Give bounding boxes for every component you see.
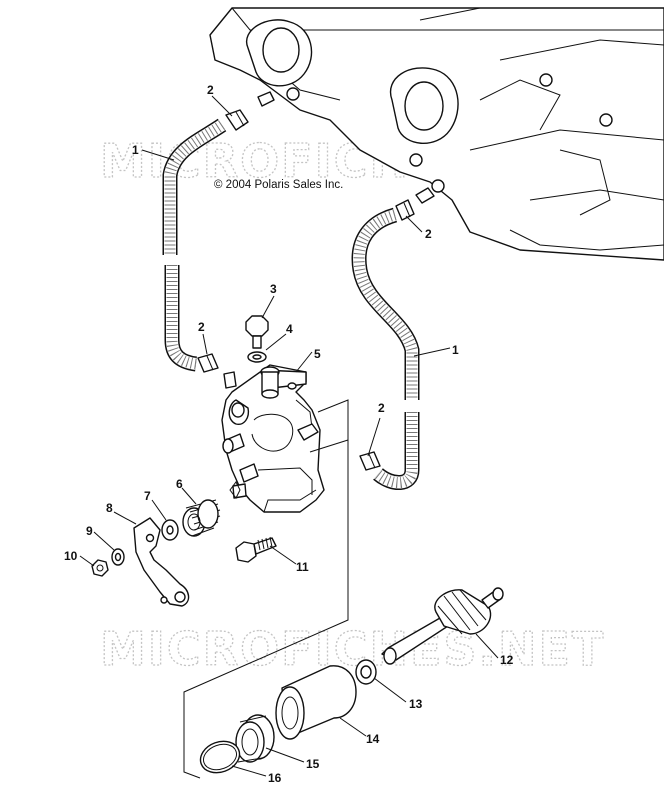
callout-2-mid-right: 2 [378,401,385,415]
oil-hose-left [162,118,227,372]
callout-labels: 1 2 2 3 4 2 5 1 2 6 7 8 9 10 11 12 13 14… [64,83,514,785]
thrust-washer [355,659,377,685]
hex-nut [91,559,109,577]
copyright-notice: © 2004 Polaris Sales Inc. [214,179,343,191]
drive-bushing [275,665,357,740]
callout-5: 5 [314,347,321,361]
o-ring [199,740,241,774]
watermark-bottom: MICROFICHES.NET [100,622,605,676]
hose-clamp-top-right [395,199,415,221]
banjo-bolt [245,315,269,349]
leader-lines [79,95,499,777]
callout-7: 7 [144,489,151,503]
mounting-screw [235,536,277,563]
callout-16: 16 [268,771,282,785]
callout-1-right: 1 [452,343,459,357]
callout-15: 15 [306,757,320,771]
assembly-bracket [183,399,349,779]
callout-6: 6 [176,477,183,491]
assembly-bracket-link [309,439,349,453]
lock-washer [111,548,125,566]
hose-clamp-mid-right [359,451,381,471]
pump-spring [182,499,221,537]
callout-10: 10 [64,549,78,563]
callout-3: 3 [270,282,277,296]
oil-seal [235,714,275,763]
callout-12: 12 [500,653,514,667]
callout-14: 14 [366,732,380,746]
drive-gear-shaft [381,587,504,665]
callout-8: 8 [106,501,113,515]
oil-hose-right [351,207,420,490]
callout-4: 4 [286,322,293,336]
engine-cylinder-head [209,7,664,261]
callout-13: 13 [409,697,423,711]
callout-9: 9 [86,524,93,538]
callout-1-left: 1 [132,143,139,157]
callout-2-top-right: 2 [425,227,432,241]
pump-lever [133,517,190,607]
oil-pump [221,364,325,513]
callout-2-mid-left: 2 [198,320,205,334]
callout-11: 11 [296,560,309,574]
callout-2-top-left: 2 [207,83,214,97]
spring-washer [161,519,179,541]
sealing-washer [247,351,267,363]
hose-clamp-mid-left [197,353,219,373]
